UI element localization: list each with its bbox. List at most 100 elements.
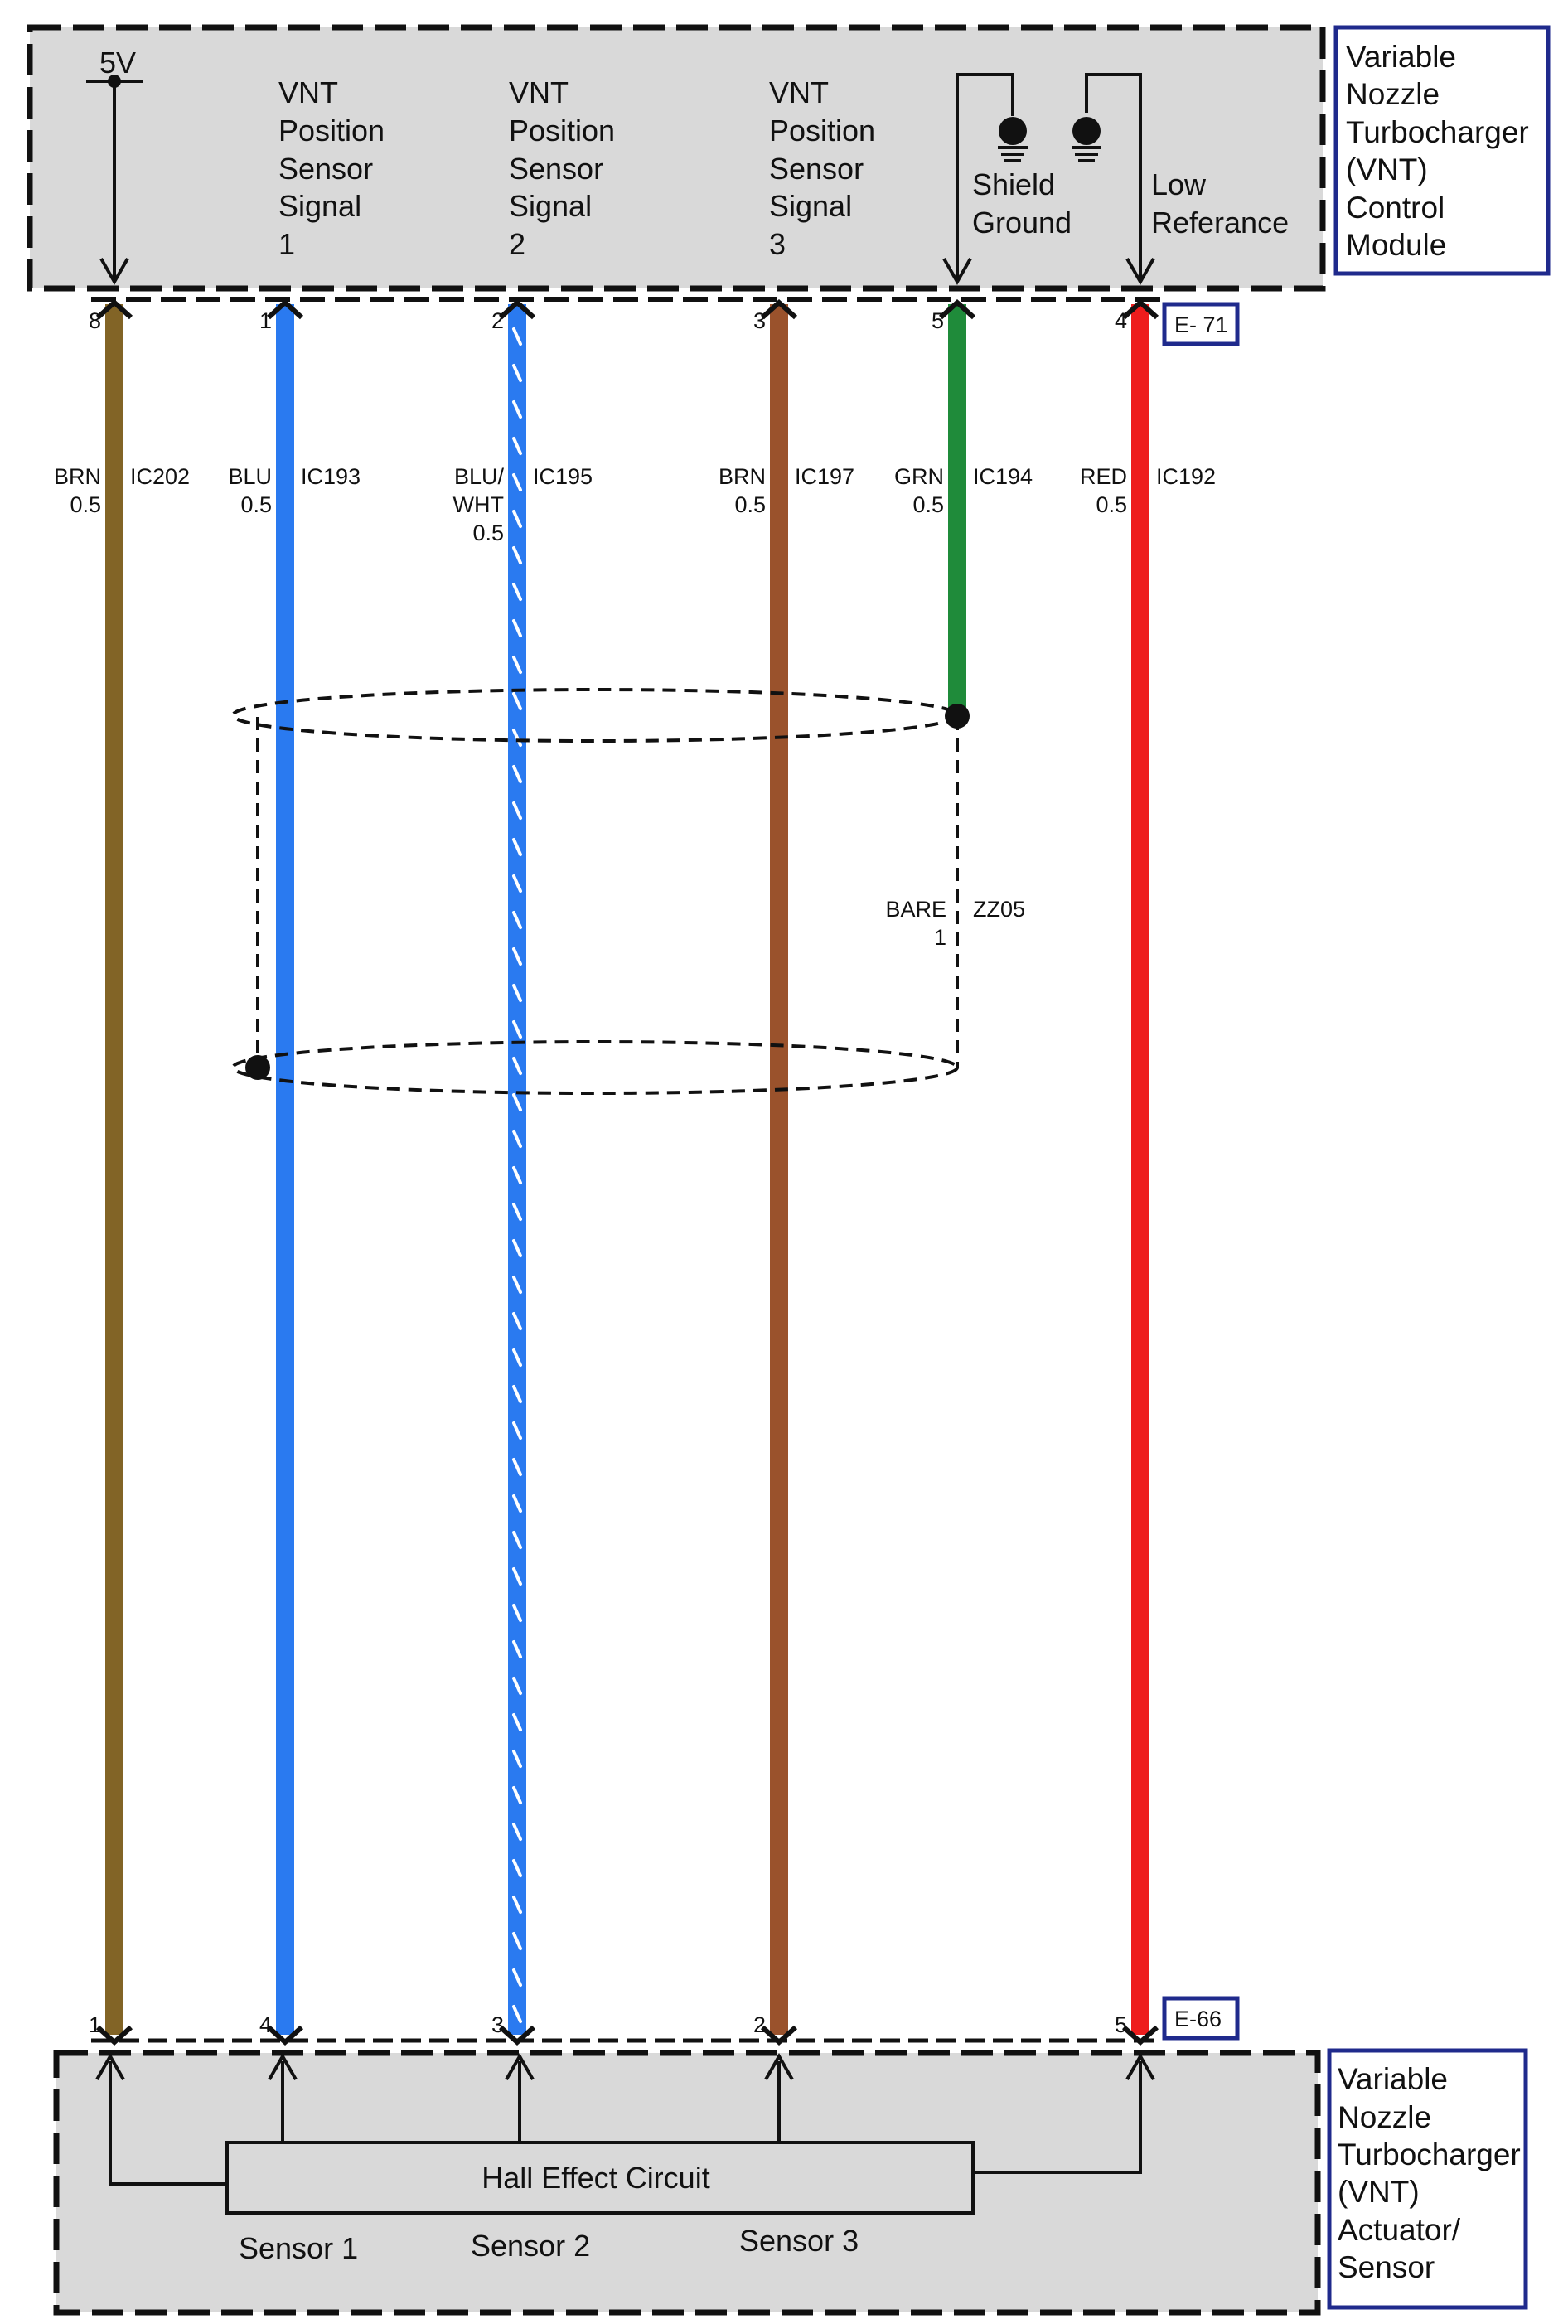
wire-stripe	[512, 1604, 522, 1622]
bottom-pin-number: 3	[491, 2012, 504, 2037]
wire-circuit-label: IC195	[533, 464, 593, 489]
svg-text:Low: Low	[1151, 167, 1207, 201]
control-module-label-box	[1333, 25, 1551, 276]
svg-text:VNT: VNT	[509, 75, 569, 109]
wire-stripe	[512, 1020, 522, 1039]
wire-color-label: BLU	[228, 464, 272, 489]
wire-stripe	[512, 765, 522, 783]
wire-stripe	[512, 1567, 522, 1586]
wire-stripe	[512, 1057, 522, 1075]
svg-text:Turbocharger: Turbocharger	[1346, 115, 1529, 149]
wires: 81BRN0.5IC20214BLU0.5IC19323BLU/WHT0.5IC…	[54, 298, 1216, 2046]
hall-effect-circuit-label: Hall Effect Circuit	[482, 2161, 709, 2195]
wire-circuit-label: IC202	[130, 464, 190, 489]
top-pin-clip	[1121, 298, 1159, 320]
wire-stripe	[512, 437, 522, 455]
supply-label: 5V	[99, 46, 136, 80]
wire-stripe	[512, 838, 522, 856]
wire-stripe	[512, 1677, 522, 1695]
wire-stripe	[512, 510, 522, 528]
wire-stripe	[512, 619, 522, 637]
wire-stripe	[512, 1421, 522, 1440]
bottom-connector-id: E-66	[1174, 2007, 1222, 2031]
wire-stripe	[512, 546, 522, 564]
wire-gauge-label: 0.5	[912, 492, 944, 517]
wire-color-label: BRN	[719, 464, 766, 489]
bottom-pin-number: 4	[259, 2012, 272, 2037]
control-module-name: Variable Nozzle Turbocharger (VNT) Contr…	[1346, 40, 1529, 262]
wire-stripe	[512, 874, 522, 893]
top-pin-number: 2	[491, 308, 504, 333]
shield-splice-dot	[945, 704, 970, 729]
sensor-2-label: Sensor 2	[471, 2229, 590, 2263]
wire-stripe	[512, 1348, 522, 1367]
wire-color-label: BLU/	[454, 464, 505, 489]
wire-color-label: RED	[1080, 464, 1127, 489]
top-pin-number: 8	[89, 308, 101, 333]
wire-stripe	[512, 473, 522, 491]
top-pin-number: 1	[259, 308, 272, 333]
svg-text:Sensor: Sensor	[509, 152, 603, 186]
svg-text:ZZ05: ZZ05	[973, 897, 1025, 922]
wire-circuit-label: IC194	[973, 464, 1033, 489]
top-pin-clip	[938, 298, 976, 320]
low-reference-path	[1085, 73, 1155, 286]
wire-stripe	[512, 1968, 522, 1987]
shield-ground-label: Shield Ground	[972, 167, 1072, 240]
wire-stripe	[512, 1312, 522, 1330]
wire-gauge-label: 0.5	[734, 492, 766, 517]
svg-text:Sensor: Sensor	[769, 152, 864, 186]
svg-text:Position: Position	[509, 114, 615, 148]
wire-stripe	[512, 1896, 522, 1914]
shield-label: BARE 1 ZZ05	[885, 897, 1025, 950]
wire-gauge-label: 0.5	[240, 492, 272, 517]
svg-text:(VNT): (VNT)	[1338, 2175, 1420, 2209]
svg-text:Position: Position	[278, 114, 385, 148]
wire-stripe	[512, 801, 522, 820]
wire-stripe	[512, 692, 522, 710]
sensor-1-label: Sensor 1	[239, 2231, 358, 2265]
bottom-pin-clip	[95, 2025, 133, 2046]
wire-stripe	[512, 2005, 522, 2023]
low-reference-label: Low Referance	[1151, 167, 1289, 240]
svg-text:1: 1	[278, 227, 295, 261]
top-pin-clip	[760, 298, 798, 320]
wire-stripe	[512, 583, 522, 601]
signal-1-label: VNT Position Sensor Signal 1	[278, 75, 385, 261]
shield-end-dot	[245, 1055, 270, 1080]
wire-stripe	[512, 1786, 522, 1804]
wire-stripe	[512, 364, 522, 382]
supply-5v	[86, 75, 143, 286]
wire-color-label: GRN	[894, 464, 944, 489]
svg-text:VNT: VNT	[278, 75, 338, 109]
bottom-pin-clip	[266, 2025, 304, 2046]
wire-gauge-label: 0.5	[70, 492, 101, 517]
svg-text:Signal: Signal	[509, 189, 592, 223]
wire-stripe	[512, 911, 522, 929]
top-connector-id: E- 71	[1174, 312, 1228, 337]
top-connector-box	[1162, 302, 1240, 346]
bottom-connector-box	[1162, 1996, 1240, 2041]
wire-circuit-label: IC197	[795, 464, 854, 489]
svg-text:Actuator/: Actuator/	[1338, 2213, 1461, 2247]
wire-stripe	[512, 656, 522, 674]
top-pin-number: 4	[1115, 308, 1127, 333]
actuator-module-name: Variable Nozzle Turbocharger (VNT) Actua…	[1338, 2062, 1521, 2284]
wire-stripe	[512, 327, 522, 346]
wire-stripe	[512, 1859, 522, 1877]
wire-stripe	[512, 1640, 522, 1658]
wire-circuit-label: IC193	[301, 464, 361, 489]
bottom-pin-number: 1	[89, 2012, 101, 2037]
svg-text:Referance: Referance	[1151, 206, 1289, 240]
hall-circuit-connections	[95, 2052, 1155, 2186]
svg-text:Module: Module	[1346, 228, 1446, 262]
wire-stripe	[512, 1713, 522, 1731]
top-pin-number: 5	[932, 308, 944, 333]
svg-text:2: 2	[509, 227, 525, 261]
top-pin-clip	[266, 298, 304, 320]
svg-text:Variable: Variable	[1346, 40, 1456, 74]
svg-text:Variable: Variable	[1338, 2062, 1448, 2096]
svg-text:Shield: Shield	[972, 167, 1055, 201]
hall-effect-circuit-box	[225, 2141, 975, 2215]
